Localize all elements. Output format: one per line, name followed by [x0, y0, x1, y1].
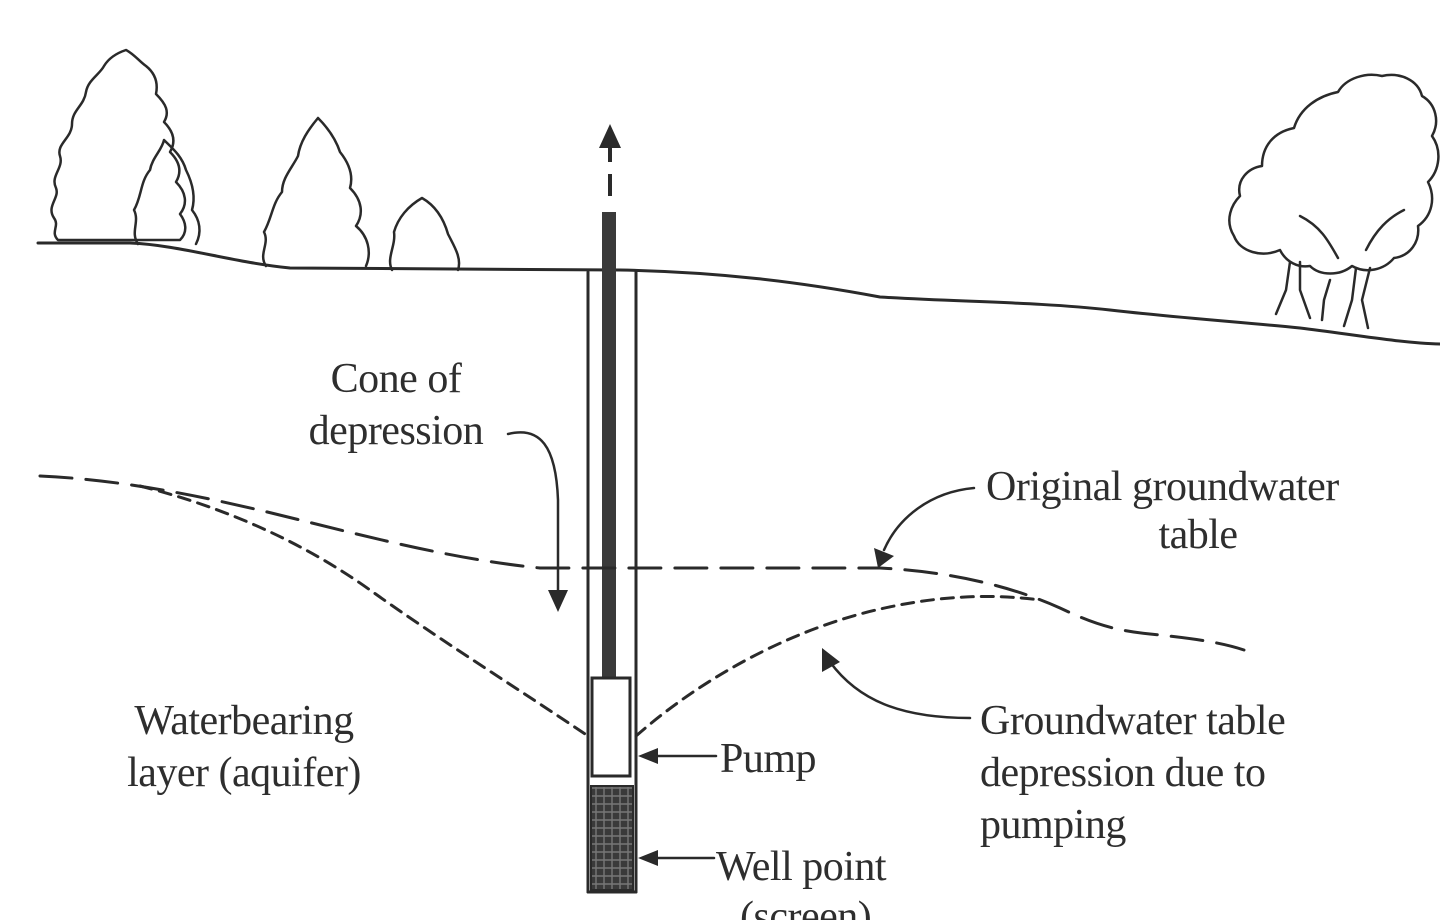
deciduous-tree-icon — [1228, 73, 1440, 330]
conifer-tree-icon — [50, 48, 201, 246]
pump-leader-arrow — [638, 748, 718, 764]
pump-label: Pump — [720, 736, 816, 782]
original-groundwater-table-label: Original groundwater — [986, 464, 1339, 510]
aquifer-label: Waterbearing — [134, 698, 354, 744]
depression-label: Groundwater table — [980, 698, 1285, 744]
well-point-label: Well point — [716, 844, 887, 890]
well-point-screen — [590, 785, 634, 891]
depressed-groundwater-table — [634, 594, 1042, 738]
cone-of-depression-label: depression — [309, 408, 484, 454]
well-point-leader-arrow — [638, 850, 716, 866]
original-groundwater-table-label: table — [1158, 512, 1237, 558]
depression-label: pumping — [980, 802, 1126, 848]
up-arrow-icon — [599, 124, 621, 196]
conifer-tree-icon — [261, 116, 461, 272]
well-point-label: (screen) — [740, 894, 871, 920]
aquifer-label: layer (aquifer) — [127, 750, 361, 796]
depressed-groundwater-table — [138, 484, 590, 738]
depression-leader-arrow — [822, 648, 972, 720]
riser-pipe — [602, 212, 616, 678]
pump-body — [590, 676, 632, 778]
cone-of-depression-label: Cone of — [331, 356, 462, 402]
original-table-leader-arrow — [874, 486, 976, 568]
original-groundwater-table — [38, 474, 1246, 652]
cone-leader-arrow — [506, 431, 568, 612]
ground-surface-line — [36, 241, 1440, 346]
depression-label: depression due to — [980, 750, 1265, 796]
well-casing — [586, 270, 638, 894]
